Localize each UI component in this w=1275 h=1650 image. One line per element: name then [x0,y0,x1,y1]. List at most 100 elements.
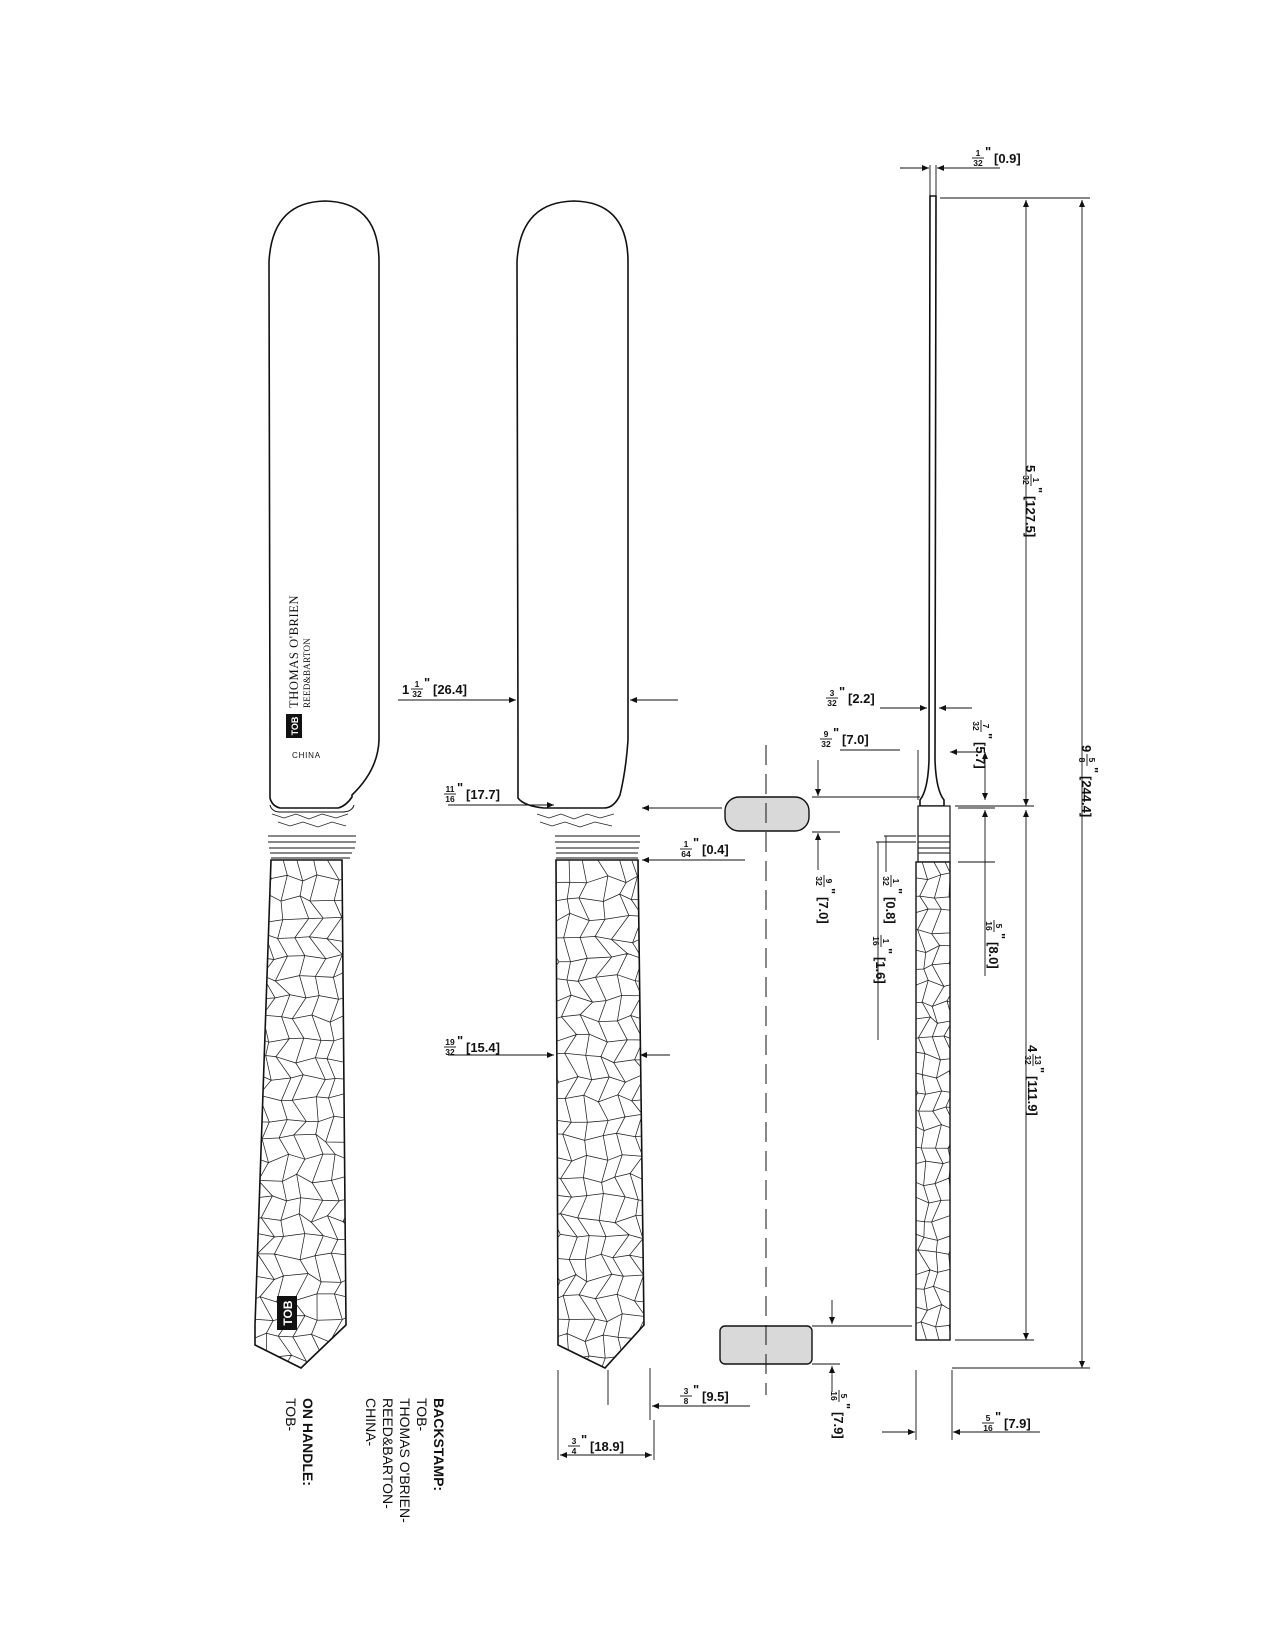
dim-numerator: 1 [1031,478,1041,483]
blade-outline [268,200,380,809]
dim-inch-mark: " [457,1033,463,1048]
dim-denominator: 32 [814,876,824,886]
dim-denominator: 4 [572,1446,577,1456]
bolster-textured [536,813,615,828]
blade-outline [516,200,629,809]
collar-profile [917,805,951,863]
dim-numerator: 3 [684,1386,689,1396]
dim-inch-mark: " [838,1403,853,1409]
dim-numerator: 1 [891,879,901,884]
dimension-lines [398,165,1090,1460]
stamp-maker: REED&BARTON [302,638,312,708]
dim-denominator: 32 [1021,475,1031,485]
dim-metric: [8.0] [986,942,1001,969]
dim-label-thickness-top: 132"[0.9] [972,144,1021,168]
handle-outline [254,859,347,1369]
dim-label-end-width: 34"[18.9] [568,1432,624,1456]
dim-numerator: 3 [830,688,835,698]
dim-metric: [111.9] [1025,1076,1040,1116]
dim-inch-mark: " [823,888,838,894]
dim-label-neck-offset: 932"[7.0] [820,725,869,749]
dim-inch-mark: " [985,144,991,159]
dim-numerator: 9 [824,729,829,739]
dim-metric: [244.4] [1079,776,1094,817]
dim-metric: [18.9] [590,1439,624,1454]
stamp-origin: CHINA [292,751,321,760]
dim-numerator: 13 [1033,1055,1043,1065]
texture-cells [916,862,950,1340]
dim-label-handle-thickness: 516"[7.9] [982,1409,1031,1433]
dim-inch-mark: " [457,780,463,795]
dim-metric: [7.9] [831,1412,846,1439]
dim-denominator: 32 [973,158,983,168]
dim-denominator: 32 [445,1047,455,1057]
dim-label-neck-rise: 732"[5.7] [971,720,995,769]
bolster-top [269,804,355,813]
dim-label-ring-step: 164"[0.4] [680,835,729,859]
dim-denominator: 32 [827,698,837,708]
collar-rings-profile [918,835,950,854]
dim-inch-mark: " [980,733,995,739]
dim-whole: 9 [1079,745,1094,752]
knife-side-profile [915,195,951,1341]
dim-inch-mark: " [833,725,839,740]
tob-logo-box [286,714,302,738]
dim-metric: [7.0] [842,732,869,747]
dim-label-section-height-bottom: 516 " [7.9] [829,1390,853,1439]
collar-rings [268,835,356,859]
hammered-texture [916,862,950,1340]
dim-numerator: 5 [986,1413,991,1423]
dim-numerator: 1 [415,679,420,689]
knife-dimension-view [516,200,645,1369]
dim-inch-mark: " [693,835,699,850]
dim-inch-mark: " [581,1432,587,1447]
dim-inch-mark: " [1086,767,1101,773]
handle-logo: TOB [277,1296,297,1330]
dim-metric: [127.5] [1023,496,1038,537]
dim-denominator: 16 [983,1423,993,1433]
dim-metric: [9.5] [702,1389,729,1404]
dim-metric: [7.0] [816,897,831,924]
dim-denominator: 8 [1077,758,1087,763]
dim-inch-mark: " [890,888,905,894]
dim-numerator: 7 [981,724,991,729]
dim-numerator: 5 [1087,758,1097,763]
dim-metric: [7.9] [1004,1416,1031,1431]
dim-label-ring-2: 116"[1.6] [871,935,895,984]
dim-metric: [0.8] [883,897,898,924]
handle-tip [557,1324,645,1369]
dim-inch-mark: " [693,1382,699,1397]
dim-inch-mark: " [1032,1067,1047,1073]
dim-metric: [26.4] [433,682,467,697]
dim-inch-mark: " [880,948,895,954]
dim-numerator: 19 [445,1037,455,1047]
dim-metric: [5.7] [973,742,988,769]
handle-tip [254,1324,347,1369]
dim-metric: [15.4] [466,1040,500,1055]
dim-denominator: 32 [412,689,422,699]
dim-numerator: 5 [839,1394,849,1399]
dim-label-ring-1: 132"[0.8] [881,875,905,924]
dim-metric: [1.6] [873,957,888,984]
dim-metric: [2.2] [848,691,875,706]
dim-metric: [0.9] [994,151,1021,166]
dim-label-collar-height: 516"[8.0] [984,920,1008,969]
cross-section-neck [724,796,810,832]
dim-denominator: 64 [681,849,691,859]
dim-inch-mark: " [1030,487,1045,493]
dim-label-bolster-thickness: 332"[2.2] [826,684,875,708]
dim-inch-mark: " [993,933,1008,939]
dim-denominator: 16 [829,1391,839,1401]
dim-label-tip-depth: 38"[9.5] [680,1382,729,1406]
stamp-brand: THOMAS O'BRIEN [287,595,301,708]
dim-label-section-height-top: 932 " [7.0] [814,875,838,924]
dim-numerator: 9 [824,879,834,884]
dim-numerator: 1 [684,839,689,849]
dim-inch-mark: " [995,1409,1001,1424]
tob-logo-text: TOB [290,716,300,735]
blade-backstamp: TOB THOMAS O'BRIEN REED&BARTON [286,595,312,738]
